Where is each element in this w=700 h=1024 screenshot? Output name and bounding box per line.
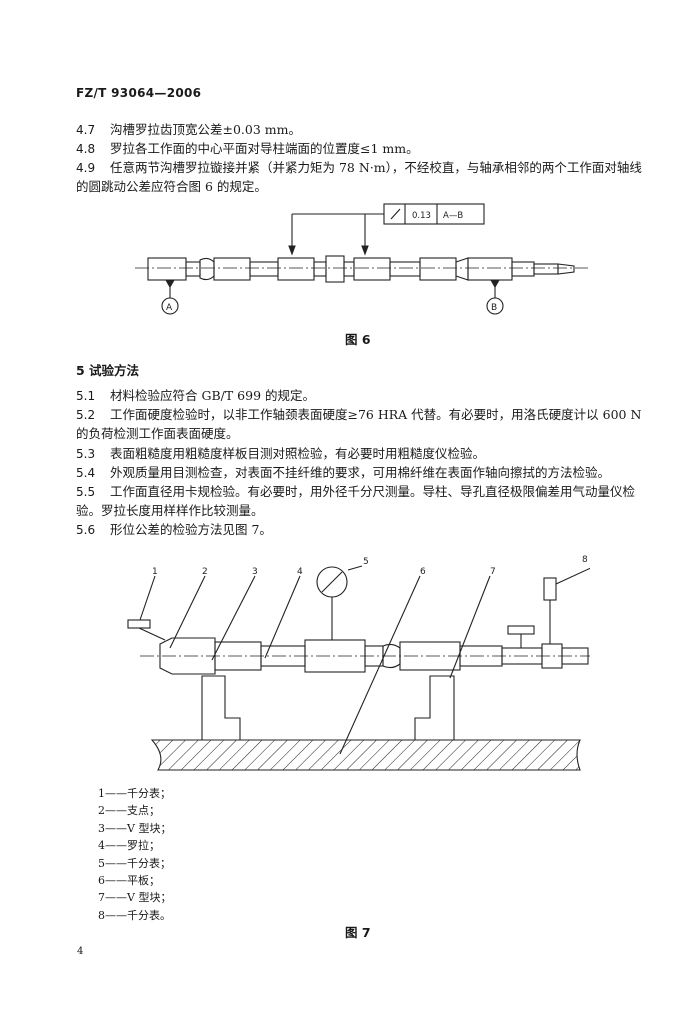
callout-8: 8 xyxy=(582,555,588,565)
paragraph-4-9-cont: 的圆跳动公差应符合图 6 的规定。 xyxy=(76,179,267,194)
legend-item: 3——V 型块； xyxy=(98,821,172,835)
callout-5: 5 xyxy=(363,557,369,567)
figure-7-caption: 图 7 xyxy=(345,925,371,940)
legend-item: 8——千分表。 xyxy=(98,908,171,922)
page-number: 4 xyxy=(77,946,84,957)
paragraph-5-2-cont: 的负荷检测工作面表面硬度。 xyxy=(76,426,239,441)
legend-item: 6——平板； xyxy=(98,874,160,888)
datum-b-label: B xyxy=(491,303,497,313)
figure-7-drawing: 1 2 3 4 5 6 7 8 xyxy=(127,555,590,771)
legend-item: 4——罗拉； xyxy=(98,839,160,853)
legend-item: 2——支点； xyxy=(98,804,160,818)
figure-6-drawing: 0.13 A—B A B xyxy=(135,203,588,315)
datum-a-label: A xyxy=(166,303,173,313)
legend-item: 5——千分表； xyxy=(98,856,171,870)
datum-reference: A—B xyxy=(443,211,463,221)
legend-item: 1——千分表； xyxy=(98,787,171,800)
standard-number: FZ/T 93064—2006 xyxy=(76,86,202,100)
callout-4: 4 xyxy=(297,567,303,577)
legend-item: 7——V 型块； xyxy=(98,891,172,905)
figure-7-legend: 1——千分表； 2——支点； 3——V 型块； 4——罗拉； 5——千分表； 6… xyxy=(98,785,171,924)
callout-7: 7 xyxy=(490,567,496,577)
callout-2: 2 xyxy=(202,567,208,577)
callout-1: 1 xyxy=(152,567,158,577)
paragraph-5-5-cont: 验。罗拉长度用样样作比较测量。 xyxy=(76,503,264,518)
figure-6-caption: 图 6 xyxy=(345,332,371,347)
section-5-title: 5 试验方法 xyxy=(76,363,140,378)
callout-3: 3 xyxy=(252,567,258,577)
callout-6: 6 xyxy=(420,567,426,577)
tolerance-value: 0.13 xyxy=(412,211,431,221)
